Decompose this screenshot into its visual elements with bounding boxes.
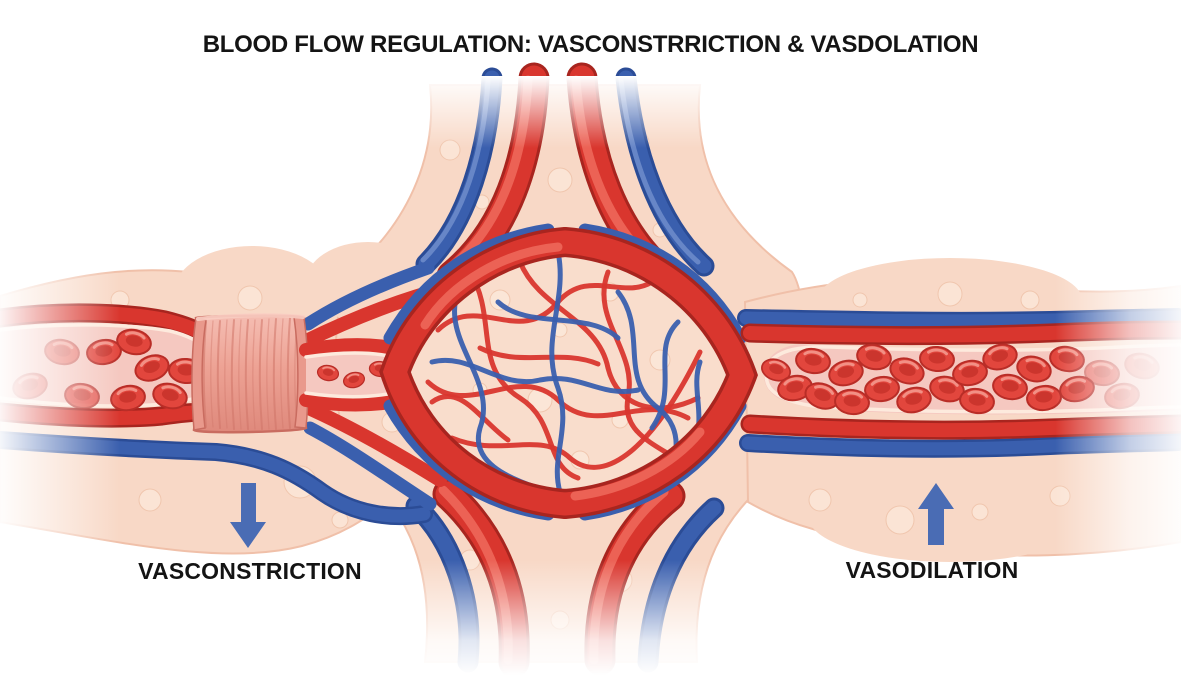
capillary-bed <box>379 223 758 521</box>
capillary-network <box>425 249 703 495</box>
annotation-arrows <box>230 483 954 548</box>
arrow-down-icon <box>230 483 266 548</box>
smooth-muscle-band <box>191 313 309 434</box>
page-title: BLOOD FLOW REGULATION: VASCONSTRRICTION … <box>202 31 979 58</box>
vasodilation-label: VASODILATION <box>845 557 1019 583</box>
arrow-up-icon <box>918 483 954 545</box>
vasoconstriction-label: VASCONSTRICTION <box>138 558 362 584</box>
edge-fades <box>0 76 1181 675</box>
